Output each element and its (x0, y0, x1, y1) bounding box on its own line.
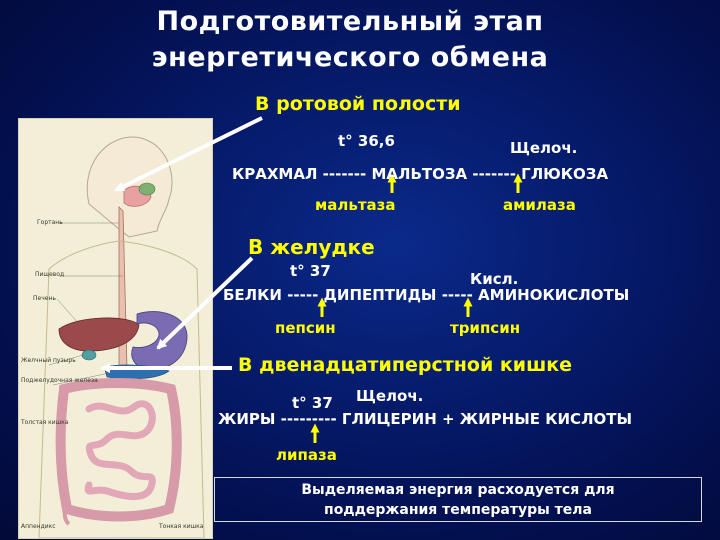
mouth-reaction: КРАХМАЛ ------- МАЛЬТОЗА ------- ГЛЮКОЗА (232, 165, 609, 183)
mouth-enzyme-amylase: амилаза (503, 196, 576, 214)
stomach-heading: В желудке (248, 235, 375, 259)
duodenum-heading: В двенадцатиперстной кишке (238, 354, 573, 376)
label-gallbladder: Желчный пузырь (21, 357, 76, 364)
mouth-medium: Щелоч. (510, 139, 578, 157)
energy-note-box: Выделяемая энергия расходуется для подде… (214, 477, 702, 522)
mouth-heading: В ротовой полости (255, 93, 461, 115)
energy-note-line-1: Выделяемая энергия расходуется для (301, 482, 615, 498)
stomach-medium: Кисл. (470, 270, 519, 288)
stomach-reaction: БЕЛКИ ----- ДИПЕПТИДЫ ----- АМИНОКИСЛОТЫ (223, 286, 630, 304)
duodenum-medium: Щелоч. (356, 387, 424, 405)
title-line-1: Подготовительный этап (156, 6, 544, 37)
stomach-enzyme-trypsin: трипсин (450, 319, 521, 337)
mouth-pointer-arrow (114, 116, 263, 192)
energy-note-line-2: поддержания температуры тела (324, 502, 592, 518)
label-colon: Толстая кишка (21, 419, 69, 426)
label-pancreas: Поджелудочная железа (21, 377, 98, 384)
label-liver: Печень (33, 295, 56, 302)
mouth-temperature: t° 36,6 (338, 132, 395, 150)
stomach-pointer-arrow (156, 256, 254, 350)
stomach-enzyme-pepsin: пепсин (275, 319, 336, 337)
label-small-intestine: Тонкая кишка (159, 523, 204, 530)
mouth-enzyme-maltase: мальтаза (315, 196, 396, 214)
duodenum-enzyme-lipase: липаза (276, 446, 337, 464)
duodenum-reaction: ЖИРЫ --------- ГЛИЦЕРИН + ЖИРНЫЕ КИСЛОТЫ (218, 410, 633, 428)
label-larynx: Гортань (37, 219, 63, 226)
stomach-temperature: t° 37 (290, 262, 331, 280)
label-esophagus: Пищевод (35, 271, 65, 278)
title-line-2: энергетического обмена (151, 42, 549, 73)
label-appendix: Аппендикс (21, 523, 56, 530)
duodenum-temperature: t° 37 (292, 394, 333, 412)
